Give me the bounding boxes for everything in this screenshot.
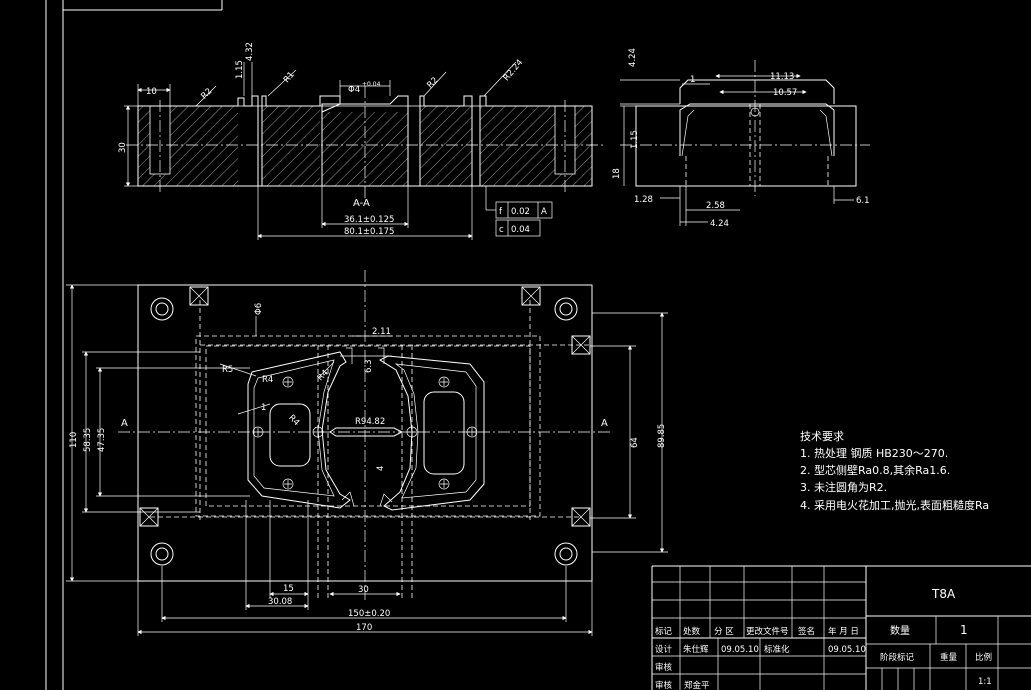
dim-10: 10 xyxy=(146,87,157,97)
weight-label: 重量 xyxy=(940,652,958,663)
scale-label: 比例 xyxy=(975,652,992,663)
tolerance-frame-1: f 0.02 A xyxy=(485,186,553,219)
dim-dia4-tol: +0.04 xyxy=(362,81,381,88)
dim-r2-left: R2 xyxy=(199,86,214,101)
dim-150: 150±0.20 xyxy=(348,609,390,619)
left-cavity-outline xyxy=(247,351,351,509)
std-date: 09.05.10 xyxy=(828,645,866,655)
dim-36-1: 36.1±0.125 xyxy=(344,215,394,225)
dim-2-11: 2.11 xyxy=(372,327,391,337)
mark-label: 阶段标记 xyxy=(880,652,915,663)
dim-dia4: Φ4 xyxy=(348,85,360,95)
svg-text:f: f xyxy=(499,207,503,217)
right-cavity-outline xyxy=(378,355,485,511)
header-mark: 标记 xyxy=(655,626,673,637)
right-cavity-pocket xyxy=(423,391,465,475)
hatch-mid-left xyxy=(262,106,320,186)
designer-name: 朱仕辉 xyxy=(683,644,709,655)
dim-30: 30 xyxy=(118,142,128,153)
dim-30-08: 30.08 xyxy=(268,597,292,607)
side-dim-11-13: 11.13 xyxy=(770,72,794,82)
dim-dia6: Φ6 xyxy=(254,303,264,315)
side-dim-10-57: 10.57 xyxy=(773,88,797,98)
crossed-square-marks xyxy=(139,286,591,527)
note-item-3: 3. 未注圆角为R2. xyxy=(800,480,887,494)
note-item-1: 1. 热处理 钢质 HB230～270. xyxy=(800,447,948,460)
dim-1-plan: 1 xyxy=(261,403,266,413)
dim-30: 30 xyxy=(358,585,369,595)
dim-r5: R5 xyxy=(222,365,233,375)
dim-r2-24: R2.24 xyxy=(502,58,526,83)
left-cavity-pocket xyxy=(269,403,311,467)
dim-15: 15 xyxy=(283,584,294,594)
side-dim-4-24-top: 4.24 xyxy=(628,48,638,67)
header-count: 处数 xyxy=(683,626,701,637)
header-zone: 分 区 xyxy=(714,627,734,637)
dim-1-15: 1.15 xyxy=(235,60,245,79)
dim-r1: R1 xyxy=(282,70,297,85)
title-block: T8A 数量 1 阶段标记 重量 比例 1:1 标记 处数 分 区 更改文件号 … xyxy=(651,565,1031,690)
section-mark-right: A xyxy=(601,418,608,429)
dim-r4-c: R4 xyxy=(286,413,301,428)
approve-label: 审核 xyxy=(655,680,673,690)
dim-58-35: 58.35 xyxy=(83,428,93,452)
side-view: 4.24 1 11.13 10.57 1.15 18 1.28 2.58 4.2… xyxy=(612,48,870,229)
header-signature: 签名 xyxy=(798,626,815,637)
side-dim-2-58: 2.58 xyxy=(706,201,725,211)
dim-r2-right: R2 xyxy=(425,75,440,90)
svg-text:c: c xyxy=(499,225,504,235)
side-dim-1: 1 xyxy=(690,75,695,85)
scale-value: 1:1 xyxy=(978,677,992,687)
dim-r4-a: R4 xyxy=(262,375,273,385)
side-dim-4-24-bot: 4.24 xyxy=(710,219,729,229)
dim-6-3: 6.3 xyxy=(364,359,374,373)
dim-47-35: 47.35 xyxy=(97,428,107,452)
qty-value: 1 xyxy=(960,623,968,637)
dim-64: 64 xyxy=(630,437,640,448)
design-date: 09.05.10 xyxy=(721,645,759,655)
std-label: 标准化 xyxy=(764,644,790,655)
dim-4-plan: 4 xyxy=(376,466,386,471)
dim-170: 170 xyxy=(356,623,372,633)
dim-4-32: 4.32 xyxy=(245,42,255,61)
section-mark-left: A xyxy=(121,418,128,429)
guide-pin-holes xyxy=(150,297,578,566)
header-change-doc: 更改文件号 xyxy=(746,626,789,637)
technical-notes: 技术要求 1. 热处理 钢质 HB230～270. 2. 型芯侧壁Ra0.8,其… xyxy=(800,430,989,512)
plan-view: A A Φ6 2.11 6.3 R5 R4 R4 1 R4 R94.82 4 1… xyxy=(66,270,668,636)
section-label: A-A xyxy=(353,198,370,209)
dim-89-85: 89.85 xyxy=(657,424,667,448)
svg-text:A: A xyxy=(541,207,547,217)
header-date: 年 月 日 xyxy=(828,626,859,637)
dim-80-1: 80.1±0.175 xyxy=(344,227,394,237)
side-dim-6-1: 6.1 xyxy=(856,196,870,206)
side-dim-18: 18 xyxy=(612,168,622,179)
side-dim-1-15: 1.15 xyxy=(630,130,640,149)
material: T8A xyxy=(931,587,956,601)
notes-title: 技术要求 xyxy=(800,430,844,443)
note-item-4: 4. 采用电火花加工,抛光,表面粗糙度Ra xyxy=(800,498,989,512)
tolerance-frame-2: c 0.04 xyxy=(495,219,541,237)
design-label: 设计 xyxy=(655,644,673,655)
svg-text:0.02: 0.02 xyxy=(511,207,530,217)
runner-channel xyxy=(329,427,404,437)
hatch-mid-right xyxy=(420,106,472,186)
svg-text:0.04: 0.04 xyxy=(511,225,530,235)
dim-r94-82: R94.82 xyxy=(355,417,385,427)
approver-name: 郑金平 xyxy=(684,680,710,690)
qty-label: 数量 xyxy=(890,624,910,637)
dim-110: 110 xyxy=(69,432,79,448)
check-label: 审核 xyxy=(655,662,673,673)
drawing-frame xyxy=(45,0,223,690)
section-view: 10 30 1.15 4.32 R1 Φ4 +0.04 R2 R2 R2.24 … xyxy=(118,42,606,240)
note-item-2: 2. 型芯侧壁Ra0.8,其余Ra1.6. xyxy=(800,463,950,477)
side-dim-1-28: 1.28 xyxy=(634,195,653,205)
